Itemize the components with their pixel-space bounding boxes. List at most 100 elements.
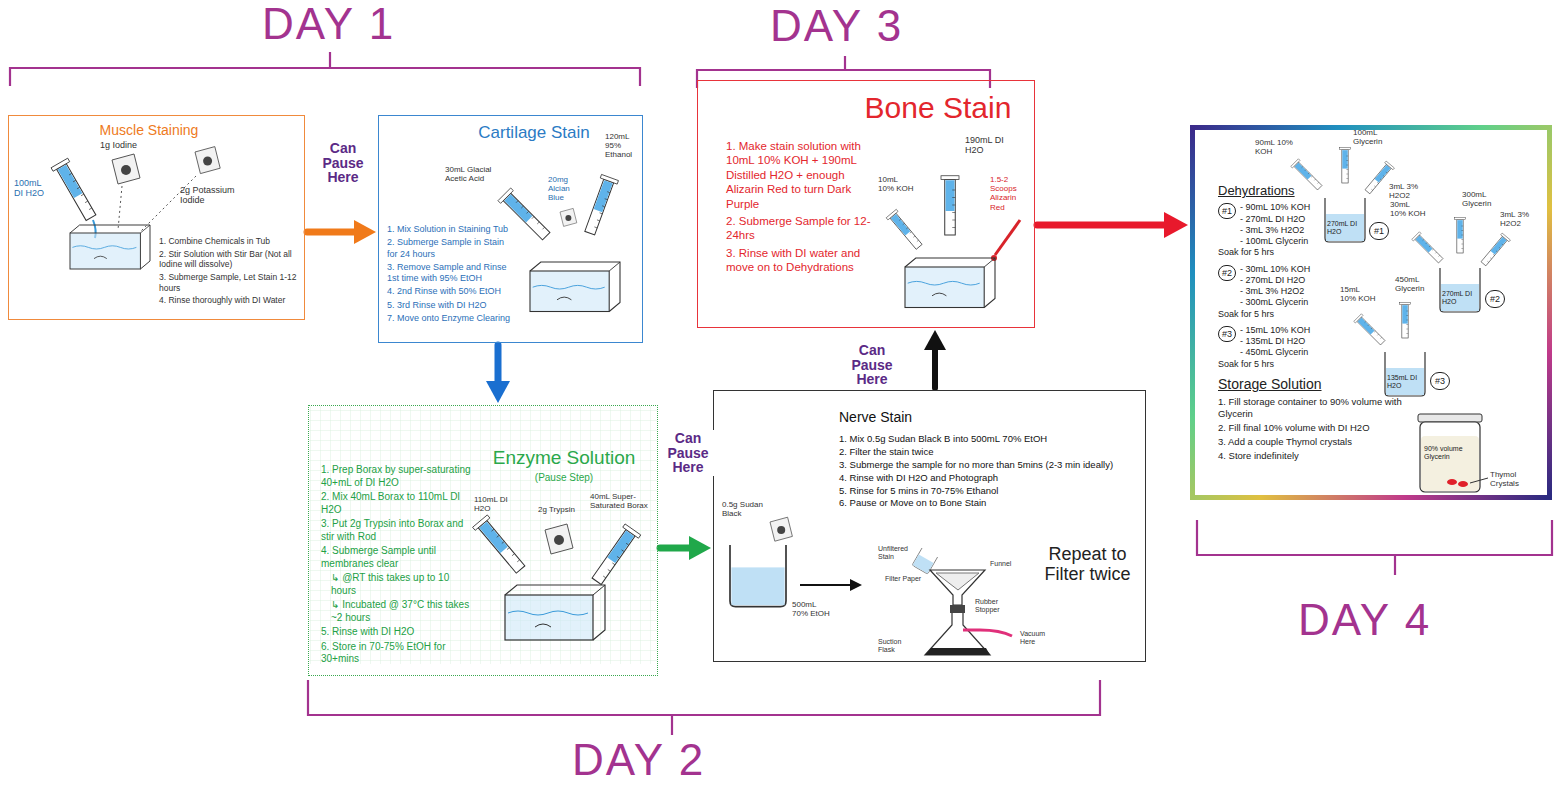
step-text: 2. Fill final 10% volume with DI H2O <box>1218 422 1413 434</box>
text-column: Bone Stain <box>848 89 1028 127</box>
step-text: 3. Remove Sample and Rinse 1st time with… <box>387 262 515 285</box>
step-text: 1. Mix 0.5g Sudan Black B into 500mL 70%… <box>839 433 1144 445</box>
step-text: Soak for 5 hrs <box>1218 247 1413 258</box>
step-text: 3. Submerge Sample, Let Stain 1-12 hours <box>159 272 301 293</box>
process-box: Dehydrations#1- 90mL 10% KOH- 270mL DI H… <box>1190 125 1552 500</box>
step-text: - 100mL Glycerin <box>1240 236 1413 247</box>
box-heading: Muscle Staining <box>69 122 229 140</box>
part-label: 0.5g Sudan Black <box>722 500 767 518</box>
part-label: #2 <box>1485 290 1505 308</box>
part-label: 3mL 3% H2O2 <box>1500 210 1545 228</box>
arrow-shaft <box>660 545 691 552</box>
arrow-head <box>354 220 376 244</box>
step-text: 4. Rinse with DI H2O and Photograph <box>839 472 1144 484</box>
step-text: 1. Mix Solution in Staining Tub <box>387 224 515 235</box>
box-heading: Cartilage Stain <box>459 122 609 143</box>
step-text: 5. 3rd Rinse with DI H2O <box>387 300 515 311</box>
step-text: 2. Submerge Sample for 12-24hrs <box>726 214 876 243</box>
text-column: Muscle Staining <box>69 122 229 140</box>
part-label: 135mL DI H2O <box>1387 374 1423 390</box>
step-text: 4. 2nd Rinse with 50% EtOH <box>387 286 515 297</box>
flow-arrow <box>660 536 711 560</box>
part-label: Thymol Crystals <box>1490 470 1535 488</box>
part-label: 100mL DI H2O <box>14 178 52 199</box>
step-text: - 270mL DI H2O <box>1240 275 1413 286</box>
arrow-shaft <box>307 229 356 236</box>
part-label: 2g Potassium Iodide <box>180 185 242 206</box>
step-text: Storage Solution <box>1218 376 1413 394</box>
part-label: 30mL Glacial Acetic Acid <box>445 165 505 183</box>
part-label: 120mL 95% Ethanol <box>605 132 641 160</box>
part-label: Rubber Stopper <box>975 598 1017 614</box>
step-text: 3. Add a couple Thymol crystals <box>1218 436 1413 448</box>
day-label: DAY 2 <box>572 738 705 782</box>
flow-arrow <box>486 345 510 403</box>
step-text: 1. Make stain solution with 10mL 10% KOH… <box>726 139 876 211</box>
part-label: #3 <box>1430 372 1450 390</box>
part-label: 3mL 3% H2O2 <box>1389 182 1434 200</box>
step-text: 1. Prep Borax by super-saturating 40+mL … <box>321 464 471 489</box>
box-heading: Enzyme Solution <box>479 446 649 470</box>
part-label: 300mL Glycerin <box>1462 190 1504 208</box>
step-text: 4. Submerge Sample until membranes clear <box>321 545 471 570</box>
step-text: - 90mL 10% KOH <box>1240 202 1413 213</box>
step-text: #1 <box>1218 203 1236 219</box>
process-box: Cartilage Stain 1. Mix Solution in Staini… <box>378 115 643 343</box>
part-label: Suction Flask <box>878 638 918 654</box>
step-text: 1. Fill storage container to 90% volume … <box>1218 396 1413 420</box>
step-text: 1. Combine Chemicals in Tub <box>159 236 301 247</box>
text-column: Cartilage Stain <box>459 122 609 143</box>
step-text: - 15mL 10% KOH <box>1240 325 1413 336</box>
step-text: - 270mL DI H2O <box>1240 214 1413 225</box>
step-text: Soak for 5 hrs <box>1218 309 1413 320</box>
step-text: 6. Pause or Move on to Bone Stain <box>839 497 1144 509</box>
text-column: 1. Combine Chemicals in Tub 2. Stir Solut… <box>159 236 301 308</box>
process-box: Bone Stain 1. Make stain solution with 10… <box>697 80 1035 328</box>
day-label: DAY 3 <box>770 4 903 48</box>
text-column: (Pause Step) <box>479 472 649 485</box>
part-label: 40mL Super-Saturated Borax <box>590 492 650 510</box>
step-text: 2. Mix 40mL Borax to 110mL DI H2O <box>321 491 471 516</box>
step-text: 3. Submerge the sample for no more than … <box>839 459 1144 471</box>
step-text: (Pause Step) <box>479 472 649 485</box>
part-label: 90% volume Glycerin <box>1424 445 1476 461</box>
text-column: 1. Prep Borax by super-saturating 40+mL … <box>321 464 471 668</box>
process-box: Nerve Stain 1. Mix 0.5g Sudan Black B int… <box>713 390 1146 662</box>
step-text: Soak for 5 hrs <box>1218 359 1413 370</box>
part-label: 100mL Glycerin <box>1353 128 1395 146</box>
arrow-shaft <box>495 345 502 383</box>
part-label: Filter Paper <box>885 575 923 583</box>
part-label: #1 <box>1369 222 1389 240</box>
flow-arrow <box>307 220 376 244</box>
part-label: 270mL DI H2O <box>1442 290 1478 306</box>
text-column: Nerve Stain <box>839 409 959 427</box>
text-column: Dehydrations#1- 90mL 10% KOH- 270mL DI H… <box>1218 183 1413 462</box>
part-label: 1g Iodine <box>100 140 160 150</box>
process-box: Enzyme Solution (Pause Step) 1. Prep Borax… <box>308 405 658 676</box>
box-heading: Nerve Stain <box>839 409 959 427</box>
step-text: 3. Put 2g Trypsin into Borax and stir wi… <box>321 518 471 543</box>
box-heading: Dehydrations <box>1218 183 1413 199</box>
part-label: 270mL DI H2O <box>1327 220 1363 236</box>
text-column: 1. Make stain solution with 10mL 10% KOH… <box>726 139 876 277</box>
process-box: Muscle Staining 1. Combine Chemicals in T… <box>8 115 305 320</box>
part-label: 10mL 10% KOH <box>878 175 914 193</box>
arrow-shaft <box>932 348 938 388</box>
part-label: Repeat to Filter twice <box>1040 545 1135 585</box>
step-text: ↳ Incubated @ 37°C this takes ~2 hours <box>331 599 471 624</box>
box-heading: Bone Stain <box>848 89 1028 127</box>
part-label: 2g Trypsin <box>538 505 588 514</box>
part-label: 15mL 10% KOH <box>1340 285 1376 303</box>
step-text: 5. Rinse with DI H2O <box>321 626 471 639</box>
step-text: 2. Stir Solution with Stir Bar (Not all … <box>159 249 301 270</box>
part-label: 110mL DI H2O <box>474 495 510 513</box>
step-text: ↳ @RT this takes up to 10 hours <box>331 572 471 597</box>
part-label: 500mL 70% EtOH <box>792 600 832 618</box>
part-label: 30mL 10% KOH <box>1390 200 1426 218</box>
text-column: Enzyme Solution <box>479 446 649 470</box>
part-label: 190mL DI H2O <box>965 135 1005 156</box>
text-column: 1. Mix Solution in Staining Tub2. Submer… <box>387 224 515 326</box>
part-label: 90mL 10% KOH <box>1255 138 1293 156</box>
step-text: - 135mL DI H2O <box>1240 336 1413 347</box>
flow-arrow <box>1037 212 1188 238</box>
